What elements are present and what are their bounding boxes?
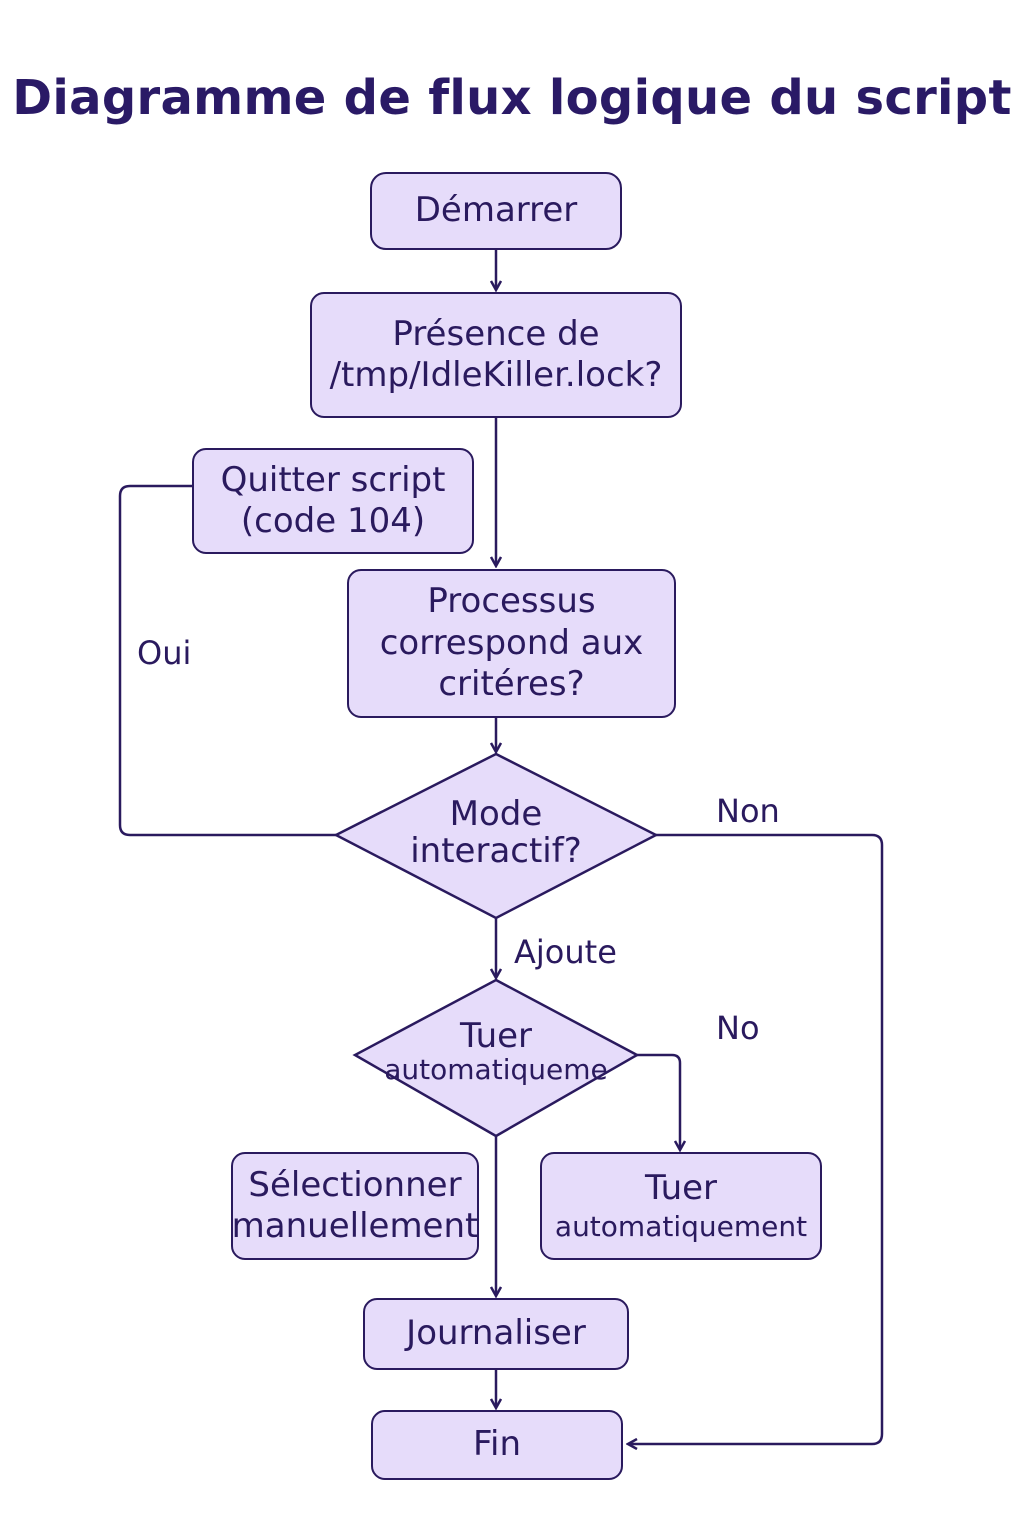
node-start-label: Démarrer <box>414 190 578 231</box>
edge-mode-oui-to-quit <box>118 484 336 837</box>
node-log-label: Journaliser <box>406 1313 586 1354</box>
edge-autokill-no-to-auto <box>637 1053 680 1150</box>
node-quit-script-line-1: Quitter script <box>220 459 446 500</box>
node-quit-script: Quitter script (code 104) <box>192 448 474 554</box>
edge-label-oui: Oui <box>137 634 192 672</box>
node-auto-kill: Tuer automatiquement <box>540 1152 822 1260</box>
edge-mode-non-to-end <box>628 833 884 1444</box>
edge-label-no: No <box>716 1009 760 1047</box>
node-lock-check-line-2: /tmp/IdleKiller.lock? <box>329 355 663 395</box>
node-lock-check: Présence de /tmp/IdleKiller.lock? <box>310 292 682 418</box>
node-interactive-mode: Mode interactif? <box>376 788 616 878</box>
node-process-criteria-line-2: correspond aux <box>379 622 644 663</box>
node-auto-kill-line-1: Tuer <box>644 1168 718 1209</box>
node-interactive-mode-line-1: Mode <box>449 793 543 834</box>
node-end-label: Fin <box>472 1424 522 1465</box>
node-process-criteria-line-3: critéres? <box>438 664 585 705</box>
node-process-criteria: Processus correspond aux critéres? <box>347 569 676 718</box>
node-start: Démarrer <box>370 172 622 250</box>
node-auto-kill-decision-line-1: Tuer <box>459 1015 533 1056</box>
node-manual-select-line-1: Sélectionner <box>248 1164 462 1205</box>
node-end: Fin <box>371 1410 623 1480</box>
edge-label-non: Non <box>716 792 780 830</box>
node-interactive-mode-line-2: interactif? <box>410 831 582 871</box>
node-auto-kill-decision-line-2: automatiqueme <box>384 1053 608 1087</box>
node-manual-select: Sélectionner manuellement <box>231 1152 479 1260</box>
node-manual-select-line-2: manuellement <box>231 1206 479 1246</box>
diagram-title: Diagramme de flux logique du script <box>12 70 1012 126</box>
node-auto-kill-decision: Tuer automatiqueme <box>366 1010 626 1094</box>
node-lock-check-line-1: Présence de <box>392 313 600 354</box>
node-process-criteria-line-1: Processus <box>427 581 596 622</box>
node-auto-kill-line-2: automatiquement <box>554 1209 808 1243</box>
edge-label-ajoute: Ajoute <box>514 933 617 971</box>
node-log: Journaliser <box>363 1298 629 1370</box>
node-quit-script-line-2: (code 104) <box>240 501 426 541</box>
